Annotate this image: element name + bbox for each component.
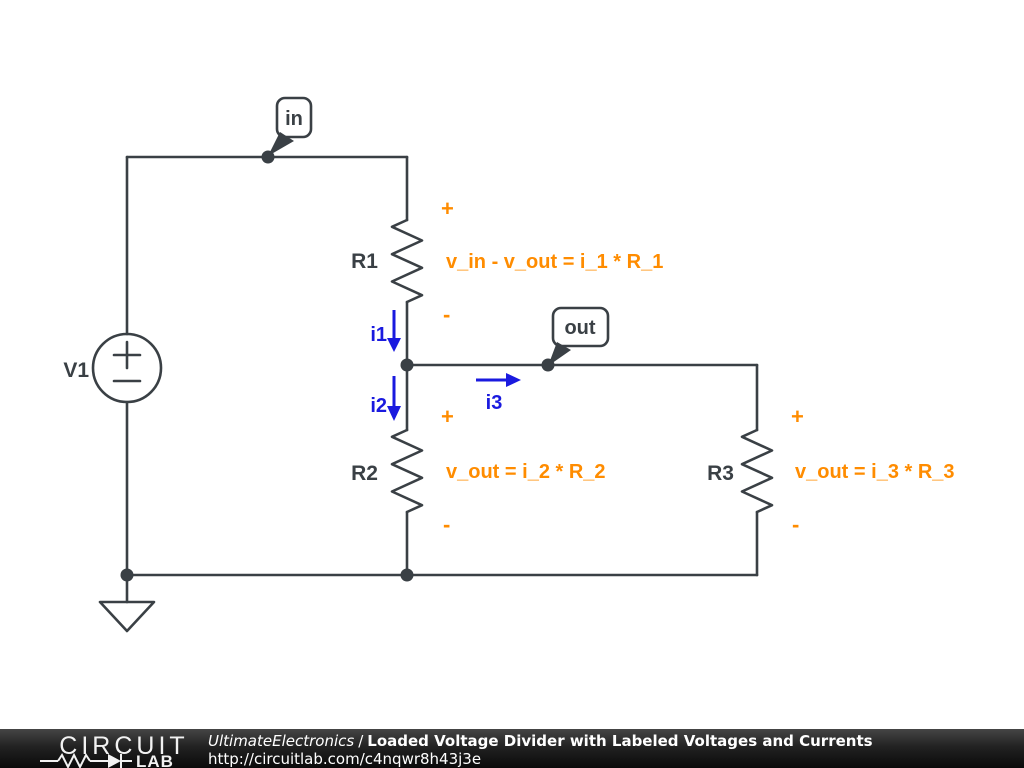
flag-bubble: [275, 96, 313, 139]
plus-sign: +: [441, 404, 454, 429]
wires: [125, 155, 759, 577]
source-label: V1: [63, 359, 89, 382]
resistor-zigzag: [390, 218, 424, 304]
current-label: i3: [486, 392, 503, 414]
equation-r1: v_in - v_out = i_1 * R_1: [446, 251, 663, 273]
current-arrow-head: [506, 373, 521, 387]
node-flag-out: out: [548, 306, 610, 366]
minus-sign: -: [443, 302, 450, 327]
footer-text: UltimateElectronics/Loaded Voltage Divid…: [208, 732, 873, 768]
current-label: i1: [370, 324, 387, 346]
author-name: UltimateElectronics: [208, 732, 355, 750]
current-i3: i3: [476, 373, 521, 414]
node-dot-out: [541, 358, 555, 372]
node-flag-in: in: [268, 96, 313, 156]
node-dot-in: [261, 150, 275, 164]
node-label: in: [285, 108, 303, 130]
annotation-r2: + v_out = i_2 * R_2 -: [441, 404, 606, 537]
node-dot-ground: [120, 568, 134, 582]
current-i2: i2: [370, 376, 401, 421]
equation-r2: v_out = i_2 * R_2: [446, 461, 606, 483]
logo-text-lab: LAB: [136, 752, 174, 768]
ground-symbol: [98, 573, 156, 633]
annotation-r1: + v_in - v_out = i_1 * R_1 -: [441, 196, 663, 327]
resistor-r1: R1: [351, 218, 424, 304]
plus-sign: +: [441, 196, 454, 221]
voltage-source-v1: V1: [63, 332, 163, 404]
node-dot-mid: [400, 358, 414, 372]
resistor-label: R2: [351, 462, 378, 485]
annotation-r3: + v_out = i_3 * R_3 -: [791, 404, 955, 537]
current-arrow-head: [387, 338, 401, 352]
source-circle: [91, 332, 163, 404]
plus-sign: +: [791, 404, 804, 429]
current-label: i2: [370, 395, 387, 417]
flag-tail: [548, 342, 571, 366]
resistor-label: R3: [707, 462, 734, 485]
resistor-zigzag: [740, 428, 774, 514]
schematic-canvas: V1 R1 + v_in - v_out = i_1 * R_1 - R2 + …: [63, 96, 955, 633]
current-i1: i1: [370, 310, 401, 352]
resistor-r3: R3: [707, 428, 774, 514]
circuit-url[interactable]: http://circuitlab.com/c4nqwr8h43j3e: [208, 750, 482, 768]
separator: /: [358, 732, 364, 750]
junction-dots: [120, 150, 555, 582]
circuitlab-logo: CIRCUIT LAB: [40, 732, 185, 768]
resistor-label: R1: [351, 250, 378, 273]
footer-bar: CIRCUIT LAB UltimateElectronics/Loaded V…: [0, 729, 1024, 768]
flag-bubble: [551, 306, 610, 348]
resistor-r2: R2: [351, 428, 424, 514]
resistor-zigzag: [390, 428, 424, 514]
node-dot-bottom: [400, 568, 414, 582]
equation-r3: v_out = i_3 * R_3: [795, 461, 955, 483]
node-label: out: [564, 317, 595, 339]
current-arrow-head: [387, 406, 401, 421]
minus-sign: -: [443, 512, 450, 537]
ground-triangle: [98, 600, 156, 633]
logo-resistor-diode-icon: [40, 752, 132, 768]
minus-sign: -: [792, 512, 799, 537]
footer-title-line: UltimateElectronics/Loaded Voltage Divid…: [208, 732, 873, 750]
circuit-title: Loaded Voltage Divider with Labeled Volt…: [367, 732, 873, 750]
